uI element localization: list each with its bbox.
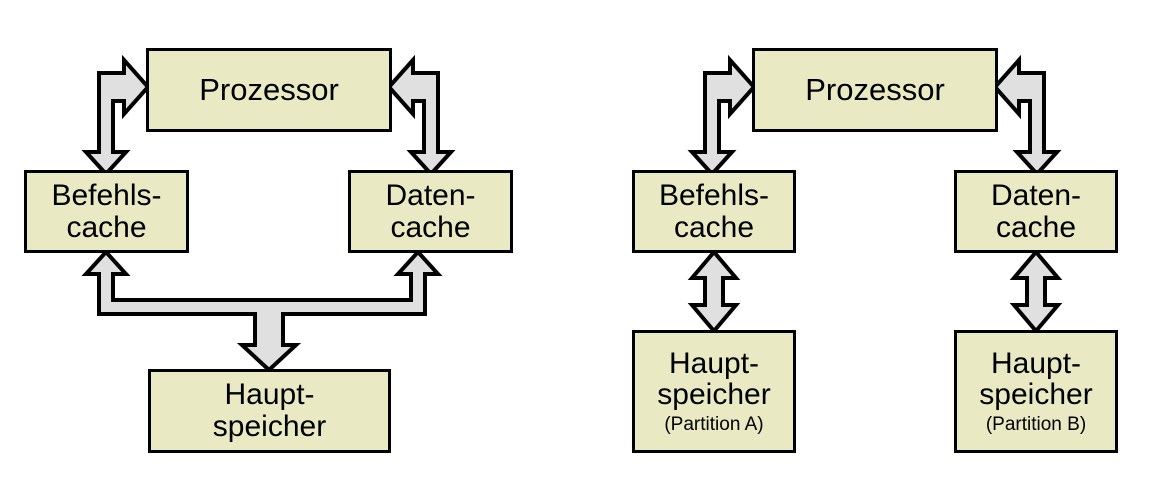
main-memory-a-label-line1: Haupt- bbox=[668, 346, 760, 380]
main-memory-box: Haupt- speicher bbox=[148, 369, 391, 453]
instruction-cache-box: Befehls- cache bbox=[24, 170, 189, 253]
instruction-cache-label-line1: Befehls- bbox=[51, 178, 162, 212]
data-cache-to-memory-b-arrow bbox=[1009, 248, 1063, 335]
data-cache-label-line2: cache bbox=[995, 210, 1077, 244]
processor-label: Prozessor bbox=[805, 71, 945, 107]
processor-to-data-cache-arrow bbox=[992, 54, 1062, 177]
data-cache-label-line1: Daten- bbox=[385, 178, 476, 212]
processor-box: Prozessor bbox=[752, 48, 998, 132]
main-memory-partition-a-box: Haupt- speicher (Partition A) bbox=[632, 330, 796, 453]
instruction-cache-box: Befehls- cache bbox=[632, 170, 796, 253]
main-memory-label-line2: speicher bbox=[212, 410, 327, 443]
instruction-cache-to-memory-a-arrow bbox=[687, 248, 741, 335]
processor-to-instruction-cache-arrow bbox=[81, 54, 151, 177]
main-memory-b-label-line2: speicher bbox=[979, 378, 1093, 412]
data-cache-label-line1: Daten- bbox=[990, 178, 1082, 212]
processor-to-data-cache-arrow bbox=[386, 54, 456, 177]
data-cache-box: Daten- cache bbox=[954, 170, 1118, 253]
main-memory-a-label-line2: speicher bbox=[657, 378, 771, 412]
processor-box: Prozessor bbox=[146, 48, 392, 132]
data-cache-label-line2: cache bbox=[390, 210, 471, 244]
data-cache-box: Daten- cache bbox=[348, 170, 513, 253]
processor-label: Prozessor bbox=[199, 71, 339, 107]
main-memory-b-partition-label: (Partition B) bbox=[985, 414, 1087, 436]
memory-bus-tee-arrow bbox=[81, 249, 443, 373]
main-memory-label-line1: Haupt- bbox=[224, 378, 315, 412]
instruction-cache-label-line2: cache bbox=[66, 210, 147, 244]
processor-to-instruction-cache-arrow bbox=[687, 54, 757, 177]
instruction-cache-label-line2: cache bbox=[673, 210, 755, 244]
main-memory-partition-b-box: Haupt- speicher (Partition B) bbox=[954, 330, 1118, 453]
instruction-cache-label-line1: Befehls- bbox=[658, 178, 770, 212]
main-memory-a-partition-label: (Partition A) bbox=[664, 414, 764, 436]
main-memory-b-label-line1: Haupt- bbox=[990, 346, 1082, 380]
